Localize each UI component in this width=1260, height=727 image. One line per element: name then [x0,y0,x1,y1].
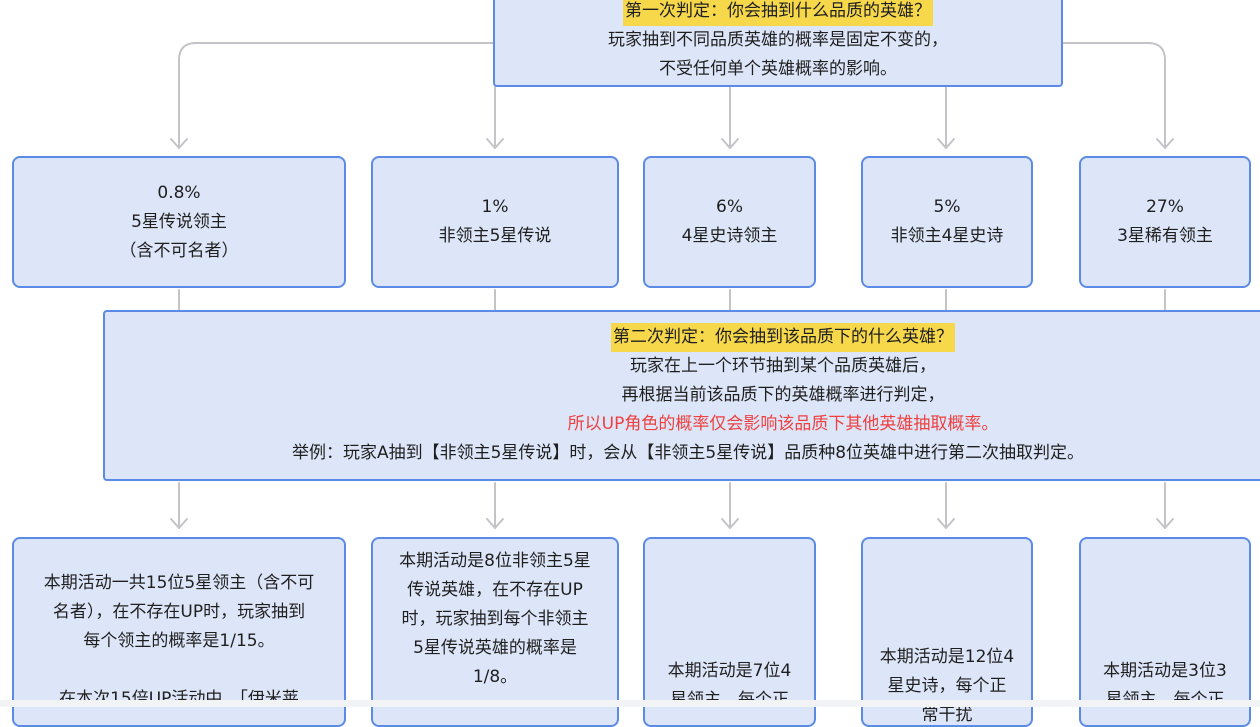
quality-box-5star-lord: 0.8% 5星传说领主 （含不可名者） [12,156,346,288]
detail-line: 本期活动是3位3 [1103,661,1227,681]
quality-box-5star-nonlord: 1% 非领主5星传说 [371,156,619,288]
quality-name: 非领主4星史诗 [890,226,1004,246]
detail-line: 星史诗，每个正 [887,676,1007,696]
first-decision-title: 第一次判定：你会抽到什么品质的英雄？ [623,0,933,26]
detail-line: 传说英雄，在不存在UP [407,580,583,600]
detail-box-4star-lord: 本期活动是7位4 星领主，每个正 [643,537,816,727]
detail-box-4star-nonlord: 本期活动是12位4 星史诗，每个正 常干扰 [861,537,1033,727]
detail-box-5star-nonlord: 本期活动是8位非领主5星 传说英雄，在不存在UP 时，玩家抽到每个非领主 5星传… [371,537,619,727]
second-decision-line-2: 再根据当前该品质下的英雄概率进行判定， [621,385,945,405]
first-decision-line-2: 不受任何单个英雄概率的影响。 [659,59,897,79]
detail-line: 本期活动一共15位5星领主（含不可 [43,573,315,593]
detail-line: 1/8。 [472,667,518,687]
detail-line: 5星传说英雄的概率是 [413,638,577,658]
detail-line: 每个领主的概率是1/15。 [83,631,275,651]
connector-lines [170,42,1174,529]
detail-line: 本期活动是8位非领主5星 [399,551,591,571]
bottom-edge-band [0,700,1260,707]
quality-percent: 0.8% [157,182,201,203]
first-decision-box: 第一次判定：你会抽到什么品质的英雄？ 玩家抽到不同品质英雄的概率是固定不变的， … [493,0,1063,87]
second-decision-example: 举例：玩家A抽到【非领主5星传说】时，会从【非领主5星传说】品质种8位英雄中进行… [291,443,1085,463]
quality-box-4star-nonlord: 5% 非领主4星史诗 [861,156,1033,288]
quality-percent: 6% [716,197,743,217]
second-decision-line-1: 玩家在上一个环节抽到某个品质英雄后， [630,356,936,376]
quality-percent: 27% [1146,197,1184,217]
quality-percent: 5% [933,197,961,217]
detail-line: 本期活动是12位4 [879,647,1015,667]
quality-percent: 1% [481,197,509,217]
quality-name: 3星稀有领主 [1117,226,1213,246]
first-decision-line-1: 玩家抽到不同品质英雄的概率是固定不变的， [608,30,948,50]
second-decision-box: 第二次判定：你会抽到该品质下的什么英雄？ 玩家在上一个环节抽到某个品质英雄后， … [103,310,1260,481]
quality-name: 5星传说领主 [131,211,227,232]
detail-line: 本期活动是7位4 [667,661,792,681]
quality-name: 非领主5星传说 [438,226,552,246]
quality-note: （含不可名者） [119,240,239,261]
quality-box-3star-lord: 27% 3星稀有领主 [1079,156,1251,288]
second-decision-title: 第二次判定：你会抽到该品质下的什么英雄？ [611,323,955,352]
detail-line: 名者），在不存在UP时，玩家抽到 [52,602,306,622]
quality-name: 4星史诗领主 [681,226,778,246]
detail-box-5star-lord: 本期活动一共15位5星领主（含不可 名者），在不存在UP时，玩家抽到 每个领主的… [12,537,346,727]
detail-line: 时，玩家抽到每个非领主 [401,609,589,629]
quality-box-4star-lord: 6% 4星史诗领主 [643,156,816,288]
detail-box-3star-lord: 本期活动是3位3 星领主，每个正 [1079,537,1251,727]
second-decision-line-3: 所以UP角色的概率仅会影响该品质下其他英雄抽取概率。 [567,414,999,434]
